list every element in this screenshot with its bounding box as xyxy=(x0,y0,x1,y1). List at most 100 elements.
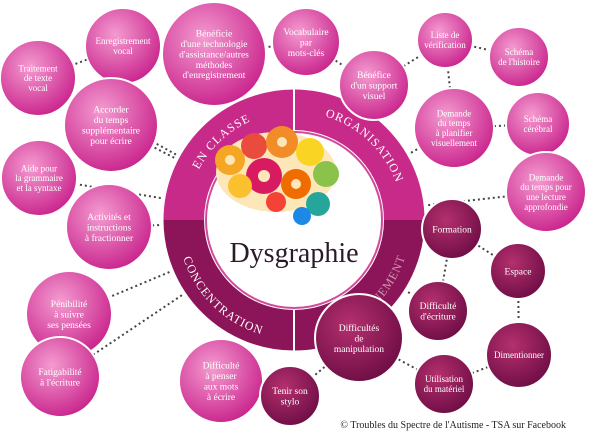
bubble-circle xyxy=(485,321,553,389)
bubble-label-line: Utilisation xyxy=(425,374,463,384)
bubble-label-line: de l'histoire xyxy=(498,57,540,67)
bubble-circle xyxy=(421,198,483,260)
bubble-label-line: Schéma xyxy=(505,47,534,57)
bubble-label-line: instructions xyxy=(87,223,132,233)
bubble-label: Dimentionner xyxy=(494,350,544,360)
bubble-label-line: de texte xyxy=(24,73,52,83)
bubble-label-line: Formation xyxy=(432,225,472,235)
bubble-label-line: d'un support xyxy=(351,81,398,91)
bubble-circle xyxy=(505,151,587,233)
bubble-label-line: Bénéficie xyxy=(196,28,232,39)
bubble-label-line: Liste de xyxy=(431,30,460,40)
bubble-label-line: par xyxy=(300,38,313,48)
bubble-label-line: à l'écriture xyxy=(40,379,80,389)
bubble-label-line: à écrire xyxy=(207,393,235,403)
bubble-label-line: à penser xyxy=(205,372,237,382)
bubble-label-line: à suivre xyxy=(54,310,84,320)
bubble-circle xyxy=(0,139,78,217)
bubble-label-line: d'une technologie xyxy=(181,40,248,50)
bubble-label-line: du temps xyxy=(94,116,129,126)
bubble-label-line: à planifier xyxy=(436,128,473,138)
bubble-label-line: Traitement xyxy=(18,63,58,73)
bubble-label-line: d'enregistrement xyxy=(183,71,246,81)
bubble-label: Formation xyxy=(432,225,472,235)
bubble-circle xyxy=(314,293,404,383)
bubble-label-line: Demande xyxy=(529,172,563,182)
bubble-label-line: Difficulté xyxy=(420,301,457,312)
bubble-circle xyxy=(416,11,474,69)
bubble-label-line: visuel xyxy=(363,92,386,102)
diagram-title: Dysgraphie xyxy=(229,238,358,269)
bubble-label-line: de xyxy=(355,334,364,344)
bubble-label-line: ses pensées xyxy=(47,321,91,331)
bubble-label-line: Vocabulaire xyxy=(283,28,328,38)
connector-line xyxy=(37,77,295,221)
bubble-label-line: Fatigabilité xyxy=(38,368,81,378)
bubble-label-line: d'écriture xyxy=(420,313,455,323)
connector-line xyxy=(443,354,520,385)
bubble-circle xyxy=(338,49,410,121)
bubble-label-line: d'assistance/autres xyxy=(179,50,249,60)
bubble-label-line: du temps pour xyxy=(520,182,572,192)
connector-line xyxy=(38,177,295,221)
copyright-footer: © Troubles du Spectre de l'Autisme - TSA… xyxy=(340,420,566,431)
bubble-circle xyxy=(413,353,475,415)
bubble-circle xyxy=(19,336,101,418)
bubble-label-line: Activités et xyxy=(87,213,131,223)
bubble-label-line: mots-clés xyxy=(288,49,325,59)
bubble-label-line: pour écrire xyxy=(90,137,131,147)
bubble-label-line: Demande xyxy=(437,108,471,118)
bubble-label-line: Difficulté xyxy=(203,361,240,372)
bubble-circle xyxy=(407,280,469,342)
connector-line xyxy=(305,41,375,86)
bubble-label-line: visuellement xyxy=(431,138,477,148)
central-hub: EN CLASSE ORGANISATION CONCENTRATION ENV… xyxy=(160,86,428,354)
bubble-circle xyxy=(489,242,547,300)
bubble-label-line: Bénéfice xyxy=(357,70,391,81)
connector-line xyxy=(437,228,453,312)
bubble-circle xyxy=(488,26,550,88)
bubble-label-line: Dimentionner xyxy=(494,350,544,360)
bubble-label-line: Schéma xyxy=(524,114,553,124)
bubble-label-line: à fractionner xyxy=(85,233,134,244)
bubble-circle xyxy=(259,365,321,427)
bubble-label-line: stylo xyxy=(281,398,300,408)
bubble-label-line: Aide pour xyxy=(21,163,57,173)
bubble-label-line: Tenir son xyxy=(272,387,308,397)
bubble-circle xyxy=(271,7,341,77)
bubble-label-line: Accorder xyxy=(93,106,129,116)
bubble-circle xyxy=(161,1,267,107)
